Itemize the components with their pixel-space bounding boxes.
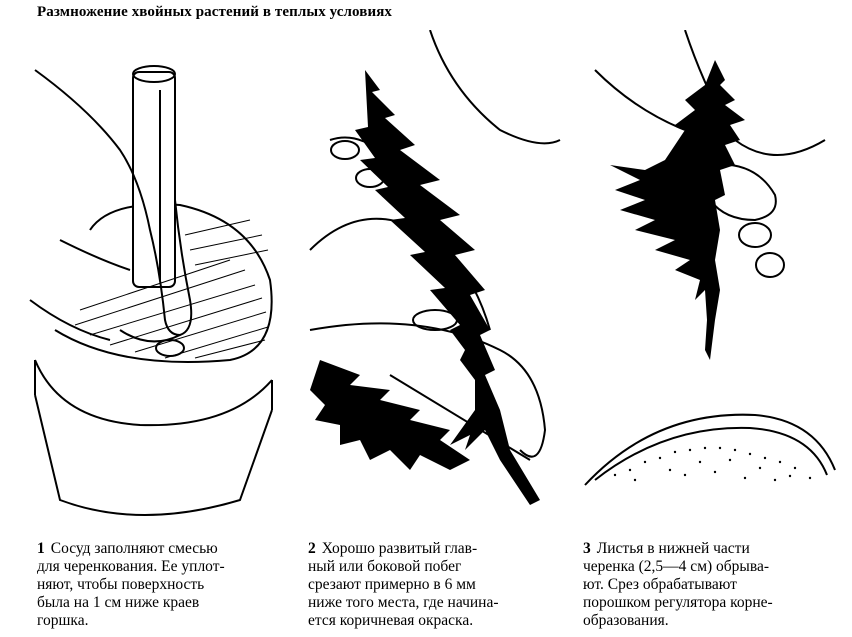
illustration-stripping-leaves [575,30,852,530]
step-1-number: 1 [37,540,45,557]
illustration-cutting-shoot [300,30,580,530]
stripping-leaves-drawing [584,30,836,486]
step-2-text: Хорошо развитый глав- ный или боковой по… [308,540,499,629]
step-3-number: 3 [583,540,591,557]
step-1-text: Сосуд заполняют смесью для черенкования.… [37,540,225,629]
step-3-text: Листья в нижней части черенка (2,5—4 см)… [583,540,773,629]
page-title: Размножение хвойных растений в теплых ус… [37,4,393,20]
cutting-shoot-drawing [309,30,561,505]
illustration-pot-filling [0,30,300,530]
step-2-number: 2 [308,540,316,557]
pot-filling-drawing [29,65,273,516]
